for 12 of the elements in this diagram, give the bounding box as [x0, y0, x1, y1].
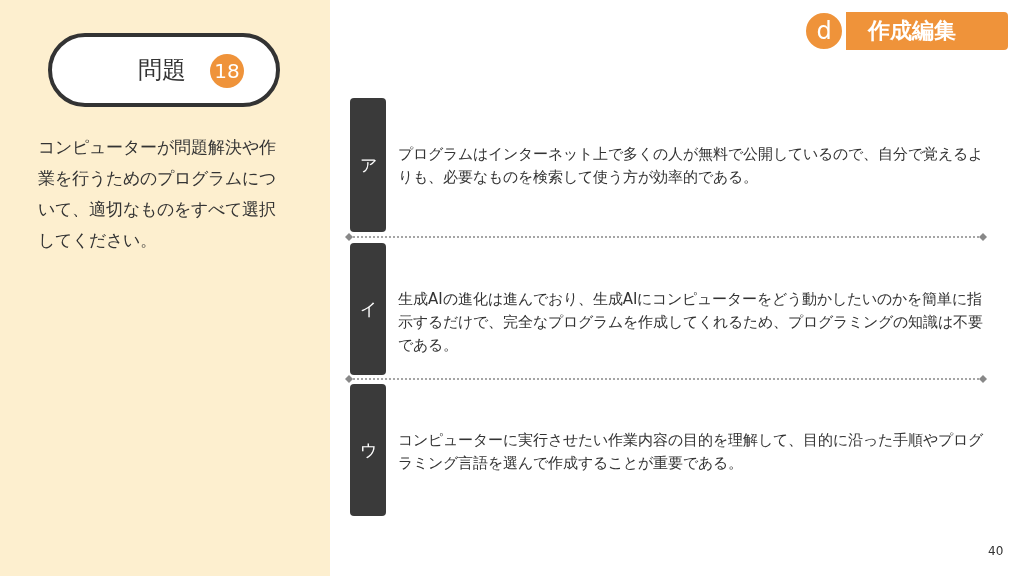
option-tab: ア [350, 98, 386, 232]
option-text: 生成AIの進化は進んでおり、生成AIにコンピューターをどう動かしたいのかを簡単に指示するだけで、完全なプログラムを作成してくれるため、プログラミングの知識は不要である。 [398, 289, 984, 356]
page-number: 40 [988, 544, 1004, 558]
option-tab: イ [350, 243, 386, 375]
option-text: プログラムはインターネット上で多くの人が無料で公開しているので、自分で覚えるよりも、必要なものを検索して使う方が効率的である。 [398, 144, 984, 188]
category-tag: 作成編集 [846, 12, 1008, 50]
title-text: 問題 [138, 55, 186, 86]
option-tab: ウ [350, 384, 386, 516]
number-badge: 18 [210, 54, 244, 88]
question-text: コンピューターが問題解決や作業を行うためのプログラムについて、適切なものをすべて選択してください。 [38, 136, 277, 252]
option-text: コンピューターに実行させたい作業内容の目的を理解して、目的に沿った手順やプログラミング言語を選んで作成することが重要である。 [398, 430, 984, 474]
category-circle: d [803, 10, 845, 52]
